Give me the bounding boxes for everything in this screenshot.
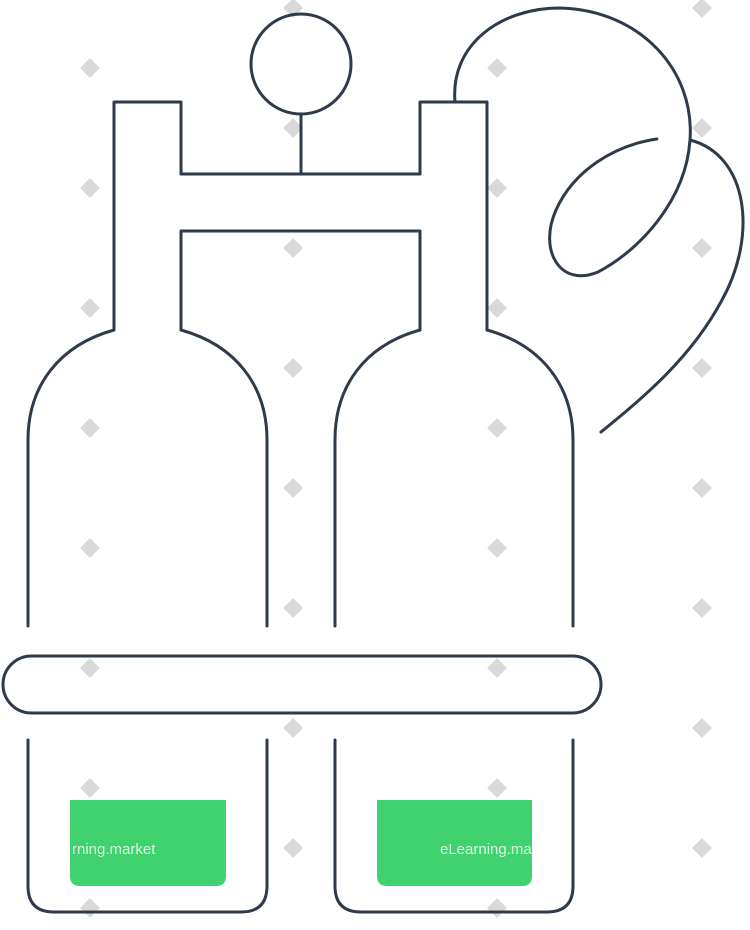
- watermark-text-left: rning.market: [72, 841, 156, 858]
- valve-manifold-top: [112, 100, 489, 332]
- watermark-diamond: [80, 58, 100, 78]
- watermark-diamond: [283, 358, 303, 378]
- watermark-diamond: [283, 598, 303, 618]
- watermark-diamond: [487, 778, 507, 798]
- right-tank-fill: [377, 800, 532, 886]
- right-tank-neck-inner: [333, 328, 422, 628]
- watermark-diamond: [283, 838, 303, 858]
- left-tank-body: [26, 328, 116, 628]
- left-tank-bottom: [26, 738, 269, 914]
- strap-band: [1, 654, 603, 715]
- watermark-diamond: [283, 238, 303, 258]
- right-tank-bottom: [333, 738, 575, 914]
- watermark-diamond: [692, 118, 712, 138]
- watermark-diamond: [487, 178, 507, 198]
- watermark-diamond: [80, 418, 100, 438]
- watermark-diamond: [80, 538, 100, 558]
- watermark-diamond: [283, 478, 303, 498]
- left-tank-neck-inner: [179, 328, 269, 628]
- watermark-text-right: eLearning.ma: [440, 841, 532, 858]
- watermark-diamond: [80, 658, 100, 678]
- watermark-diamond: [283, 718, 303, 738]
- watermark-diamond: [80, 298, 100, 318]
- watermark-diamond: [692, 478, 712, 498]
- watermark-diamond: [487, 538, 507, 558]
- valve-manifold-bridge: [179, 229, 422, 332]
- watermark-diamond: [692, 358, 712, 378]
- watermark-diamond: [80, 898, 100, 918]
- watermark-diamond: [80, 778, 100, 798]
- tank-fill-levels: [70, 800, 532, 886]
- watermark-diamond: [80, 178, 100, 198]
- left-tank-fill: [70, 800, 226, 886]
- watermark-diamond: [487, 418, 507, 438]
- watermark-diamond: [487, 58, 507, 78]
- watermark-diamond: [692, 0, 712, 18]
- right-tank-body: [485, 328, 575, 628]
- watermark-diamond: [692, 838, 712, 858]
- watermark-diamond: [692, 718, 712, 738]
- watermark-diamond: [692, 598, 712, 618]
- air-hose: [453, 6, 692, 278]
- pressure-gauge-icon: [249, 12, 353, 116]
- watermark-diamond: [692, 238, 712, 258]
- watermark-diamond: [487, 658, 507, 678]
- watermark-diamond: [487, 298, 507, 318]
- watermark-pattern: [80, 0, 712, 918]
- air-hose-end: [599, 138, 745, 434]
- watermark-diamond: [487, 898, 507, 918]
